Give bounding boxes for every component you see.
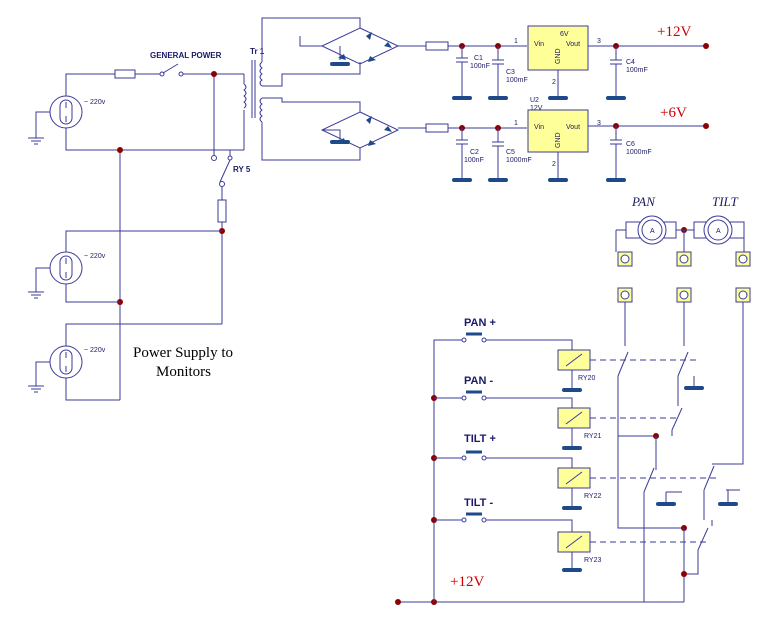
c6-name: C6 [626,141,635,148]
general-power-label: GENERAL POWER [150,51,222,60]
outlet-1-voltage: ~ 220v [84,99,106,106]
outlet-3 [49,345,83,379]
c2-name: C2 [470,149,479,156]
fuse-bottom [425,123,449,133]
pan-minus-button [461,390,487,401]
c6-value: 1000mF [626,149,652,156]
ry5-label: RY 5 [233,165,251,174]
fuse-ry5 [217,199,227,223]
outlet-2 [49,251,83,285]
reg-top-vin: Vin [534,41,544,48]
reg-top-pin1: 1 [514,38,518,45]
output-6v-label: +6V [660,105,687,121]
svg-text:A: A [716,228,721,235]
terminal-block-top [617,251,751,267]
terminal-block-bottom [617,287,751,303]
bridge-rectifier-top [320,27,400,65]
reg-top-gnd: GND [555,48,562,64]
reg-bottom-pin2: 2 [552,161,556,168]
c5-name: C5 [506,149,515,156]
pan-motor: A [625,215,677,245]
c5-value: 1000mF [506,157,532,164]
fuse-top [425,41,449,51]
reg-top-vout: Vout [566,41,580,48]
reg-bottom-name: U2 [530,97,539,104]
pan-plus-button [461,332,487,343]
tilt-minus-button [461,512,487,523]
output-12v-label: +12V [657,24,691,40]
ry23-label: RY23 [584,557,601,564]
c3-value: 100mF [506,77,528,84]
reg-top-voltage: 6V [560,31,569,38]
reg-bottom-pin1: 1 [514,120,518,127]
c2-value: 100nF [464,157,484,164]
ry21-label: RY21 [584,433,601,440]
reg-bottom-pin3: 3 [597,120,601,127]
reg-bottom-vin: Vin [534,124,544,131]
reg-bottom-voltage: 12V [530,105,543,112]
power-supply-label-line2: Monitors [156,364,211,380]
ry22-label: RY22 [584,493,601,500]
pan-minus-label: PAN - [464,375,493,387]
ry20-label: RY20 [578,375,595,382]
relay-ry23 [557,531,591,553]
tilt-motor: A [693,215,745,245]
transformer-label: Tr 1 [250,47,265,56]
control-12v-label: +12V [450,574,484,590]
fuse-main [114,69,136,79]
power-supply-label-line1: Power Supply to [133,345,233,361]
regulator-top [527,25,589,71]
outlet-3-voltage: ~ 220v [84,347,106,354]
c1-value: 100nF [470,63,490,70]
tilt-plus-label: TILT + [464,433,496,445]
reg-bottom-vout: Vout [566,124,580,131]
outlet-2-voltage: ~ 220v [84,253,106,260]
outlet-1 [49,95,83,129]
reg-bottom-gnd: GND [555,132,562,148]
relay-ry22 [557,467,591,489]
relay-ry20 [557,349,591,371]
regulator-bottom [527,109,589,153]
relay-ry21 [557,407,591,429]
c4-name: C4 [626,59,635,66]
tilt-minus-label: TILT - [464,497,493,509]
reg-top-pin3: 3 [597,38,601,45]
c4-value: 100mF [626,67,648,74]
tilt-plus-button [461,450,487,461]
c3-name: C3 [506,69,515,76]
pan-plus-label: PAN + [464,317,496,329]
pan-motor-label: PAN [631,194,656,209]
tilt-motor-label: TILT [712,194,739,209]
svg-text:A: A [650,228,655,235]
reg-top-pin2: 2 [552,79,556,86]
c1-name: C1 [474,55,483,62]
